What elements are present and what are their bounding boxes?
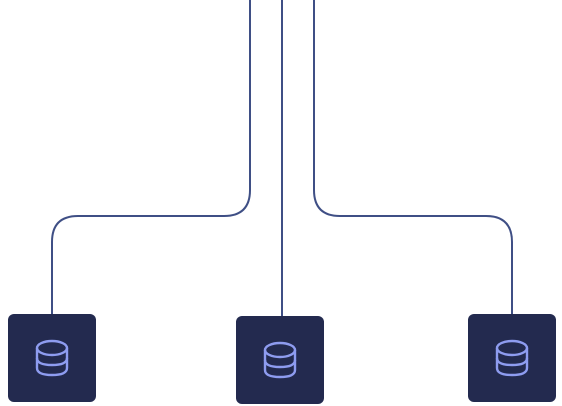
database-icon <box>263 341 297 379</box>
database-node-left[interactable] <box>8 314 96 402</box>
connector-left <box>51 0 251 314</box>
connector-right <box>313 0 513 314</box>
database-node-center[interactable] <box>236 316 324 404</box>
database-icon <box>35 339 69 377</box>
database-node-right[interactable] <box>468 314 556 402</box>
database-icon <box>495 339 529 377</box>
